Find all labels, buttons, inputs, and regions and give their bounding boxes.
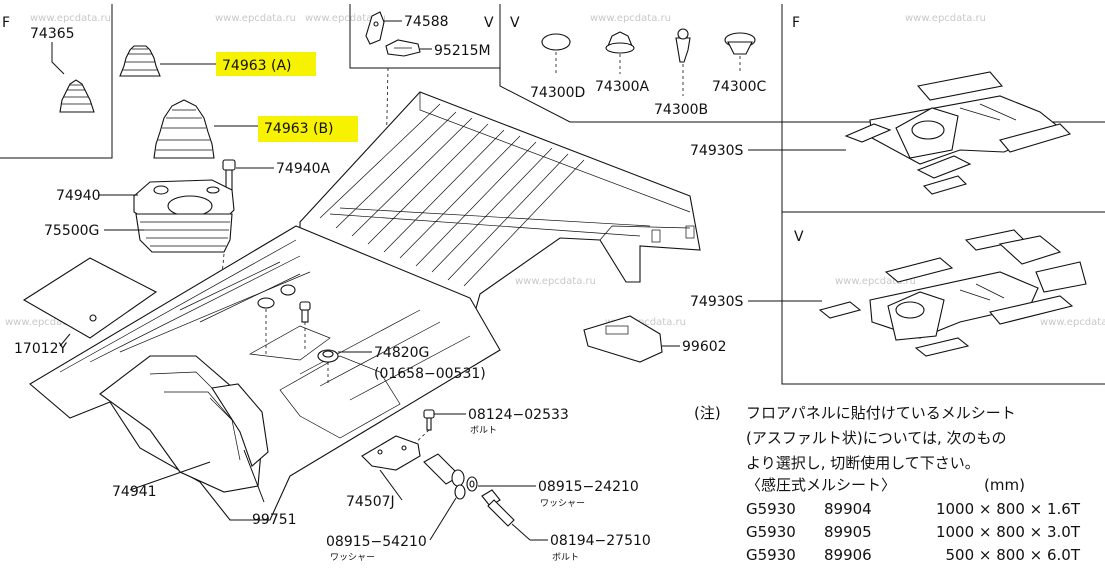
watermark-1: www.epcdata.ru bbox=[30, 13, 111, 24]
part-74940: 74940 bbox=[56, 188, 101, 204]
seal-75500g bbox=[104, 213, 233, 253]
part-01658: (01658−00531) bbox=[374, 366, 486, 382]
part-74588: 74588 bbox=[404, 14, 449, 30]
part-95215m: 95215M bbox=[434, 43, 491, 59]
watermark-11: www.epcdata.ru bbox=[835, 276, 916, 287]
bracket-74507j bbox=[361, 435, 421, 501]
watermark-5: www.epcdata.ru bbox=[905, 13, 986, 24]
grommets-group bbox=[257, 284, 311, 356]
section-label-f-right: F bbox=[792, 15, 800, 31]
part-74941: 74941 bbox=[112, 484, 157, 500]
plug-74300d bbox=[541, 33, 571, 76]
section-label-f: F bbox=[2, 15, 10, 31]
pad-17012y bbox=[22, 257, 158, 347]
note-row-3-num: 89906 bbox=[824, 546, 872, 564]
bracket-99602 bbox=[583, 315, 680, 363]
gear-plate-74940 bbox=[98, 179, 235, 223]
section-label-v-right: V bbox=[510, 15, 520, 31]
washer-08915-54210 bbox=[429, 484, 466, 541]
inset-v-right: V bbox=[748, 212, 1105, 385]
shift-boot-a bbox=[119, 45, 216, 77]
highlight-74963a bbox=[216, 52, 316, 76]
watermark-2: www.epcdata.ru bbox=[215, 13, 296, 24]
part-74300b: 74300B bbox=[654, 102, 708, 118]
plug-74300a bbox=[605, 31, 635, 74]
watermark-12: www.epcdata.ru bbox=[1040, 317, 1105, 328]
collar-sleeve bbox=[423, 453, 465, 487]
part-74365: 74365 bbox=[30, 26, 75, 42]
floor-panel bbox=[29, 91, 701, 521]
part-08194-sub: ボルト bbox=[552, 552, 579, 563]
watermark-3: www.epcdata.ru bbox=[305, 13, 386, 24]
small-boot-icon bbox=[59, 79, 95, 113]
part-08915-24210: 08915−24210 bbox=[538, 479, 639, 495]
inset-v-topright: V 74300D 74300A 74300B 74300C bbox=[499, 4, 1105, 123]
part-74300c: 74300C bbox=[712, 79, 767, 95]
note-header-left: 〈感圧式メルシート〉 bbox=[746, 476, 896, 494]
part-74930s-v: 74930S bbox=[690, 294, 744, 310]
part-17012y: 17012Y bbox=[14, 341, 68, 357]
section-label-v-mid: V bbox=[484, 15, 494, 31]
plug-74300b bbox=[675, 28, 691, 96]
watermark-6: www.epcdata.ru bbox=[5, 317, 86, 328]
mat-set-f bbox=[844, 71, 1072, 195]
section-label-v-right-lower: V bbox=[794, 229, 804, 245]
note-row-1-num: 89904 bbox=[824, 500, 872, 518]
part-74963b: 74963 (B) bbox=[264, 121, 334, 137]
bolt-08124 bbox=[409, 409, 466, 449]
note-line-3: より選択し, 切断使用して下さい。 bbox=[746, 454, 980, 472]
leader-74941 bbox=[129, 461, 211, 491]
part-08915-24210-sub: ワッシャー bbox=[540, 499, 585, 509]
watermark-10: www.epcdata.ru bbox=[605, 317, 686, 328]
note-row-1-size: 1000 × 800 × 1.6T bbox=[936, 500, 1081, 518]
watermark-4: www.epcdata.ru bbox=[590, 13, 671, 24]
washer-08915-24210 bbox=[466, 476, 536, 492]
part-74300d: 74300D bbox=[530, 85, 585, 101]
note-prefix: (注) bbox=[694, 404, 721, 422]
note-line-2: (アスファルト状)については, 次のもの bbox=[746, 429, 1007, 447]
part-74820g: 74820G bbox=[374, 345, 429, 361]
mat-set-v bbox=[818, 229, 1087, 357]
part-99602: 99602 bbox=[682, 339, 727, 355]
part-74300a: 74300A bbox=[595, 79, 650, 95]
part-08915-54210-sub: ワッシャー bbox=[330, 553, 375, 563]
part-74963a: 74963 (A) bbox=[222, 58, 292, 74]
part-99751: 99751 bbox=[252, 512, 297, 528]
note-row-3-code: G5930 bbox=[746, 546, 796, 564]
part-74940a: 74940A bbox=[276, 161, 331, 177]
part-74930s-f: 74930S bbox=[690, 143, 744, 159]
part-75500g: 75500G bbox=[44, 223, 99, 239]
part-08194: 08194−27510 bbox=[550, 533, 651, 549]
note-block: (注) フロアパネルに貼付けているメルシート (アスファルト状)については, 次… bbox=[694, 404, 1081, 564]
inset-f-topleft: F 74365 bbox=[0, 4, 113, 159]
bracket-74588 bbox=[365, 11, 385, 45]
clip-95215m bbox=[385, 39, 421, 57]
note-row-3-size: 500 × 800 × 6.0T bbox=[946, 546, 1081, 564]
part-74507j: 74507J bbox=[346, 494, 395, 510]
note-line-1: フロアパネルに貼付けているメルシート bbox=[746, 404, 1016, 422]
grommet-74820g bbox=[317, 349, 372, 384]
note-row-1-code: G5930 bbox=[746, 500, 796, 518]
leader-99751 bbox=[243, 449, 265, 503]
note-row-2-num: 89905 bbox=[824, 523, 872, 541]
part-08124-sub: ボルト bbox=[470, 425, 497, 436]
watermark-9: www.epcdata.ru bbox=[515, 276, 596, 287]
shift-boot-b bbox=[153, 99, 258, 159]
note-row-2-size: 1000 × 800 × 3.0T bbox=[936, 523, 1081, 541]
note-row-2-code: G5930 bbox=[746, 523, 796, 541]
plug-74300c bbox=[724, 32, 756, 74]
note-header-right: (mm) bbox=[984, 476, 1025, 494]
highlight-74963b bbox=[258, 116, 358, 142]
part-08124: 08124−02533 bbox=[468, 407, 569, 423]
part-08915-54210: 08915−54210 bbox=[326, 534, 427, 550]
bolt-08194 bbox=[481, 489, 548, 541]
inset-f-right: F bbox=[748, 4, 1105, 213]
